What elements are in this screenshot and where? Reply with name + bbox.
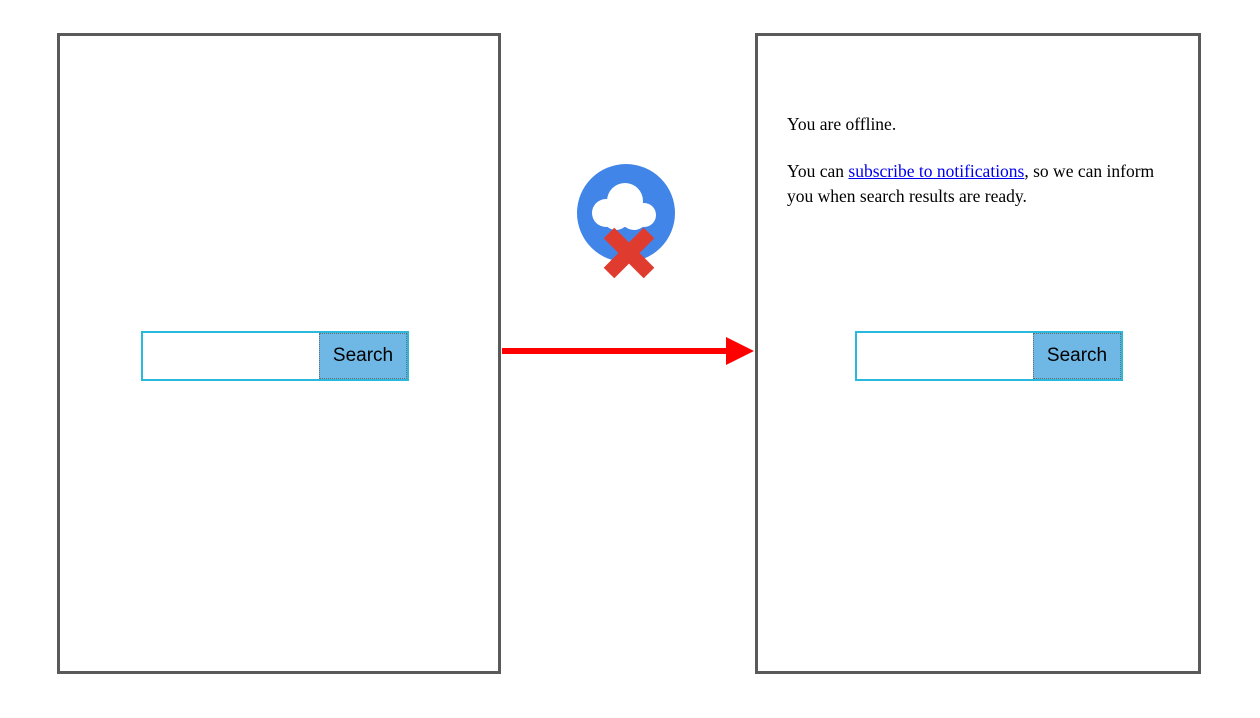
subscribe-hint-suffix: , so we can inform you when search resul… [787, 160, 1155, 206]
offline-message-block: You are offline. You can subscribe to no… [787, 112, 1159, 209]
search-button[interactable]: Search [1033, 333, 1121, 379]
search-input[interactable] [143, 333, 319, 379]
subscribe-hint-text: You can subscribe to notifications, so w… [787, 159, 1159, 209]
offline-status-text: You are offline. [787, 114, 897, 134]
search-button[interactable]: Search [319, 333, 407, 379]
search-widget[interactable]: Search [855, 331, 1123, 381]
arrow-right-icon [500, 332, 756, 370]
search-page-online-panel: Search [57, 33, 501, 674]
search-input[interactable] [857, 333, 1033, 379]
search-widget[interactable]: Search [141, 331, 409, 381]
subscribe-hint-prefix: You can [787, 160, 849, 181]
cloud-offline-icon [576, 163, 680, 283]
subscribe-to-notifications-link[interactable]: subscribe to notifications [848, 160, 1025, 181]
search-page-offline-panel: You are offline. You can subscribe to no… [755, 33, 1201, 674]
